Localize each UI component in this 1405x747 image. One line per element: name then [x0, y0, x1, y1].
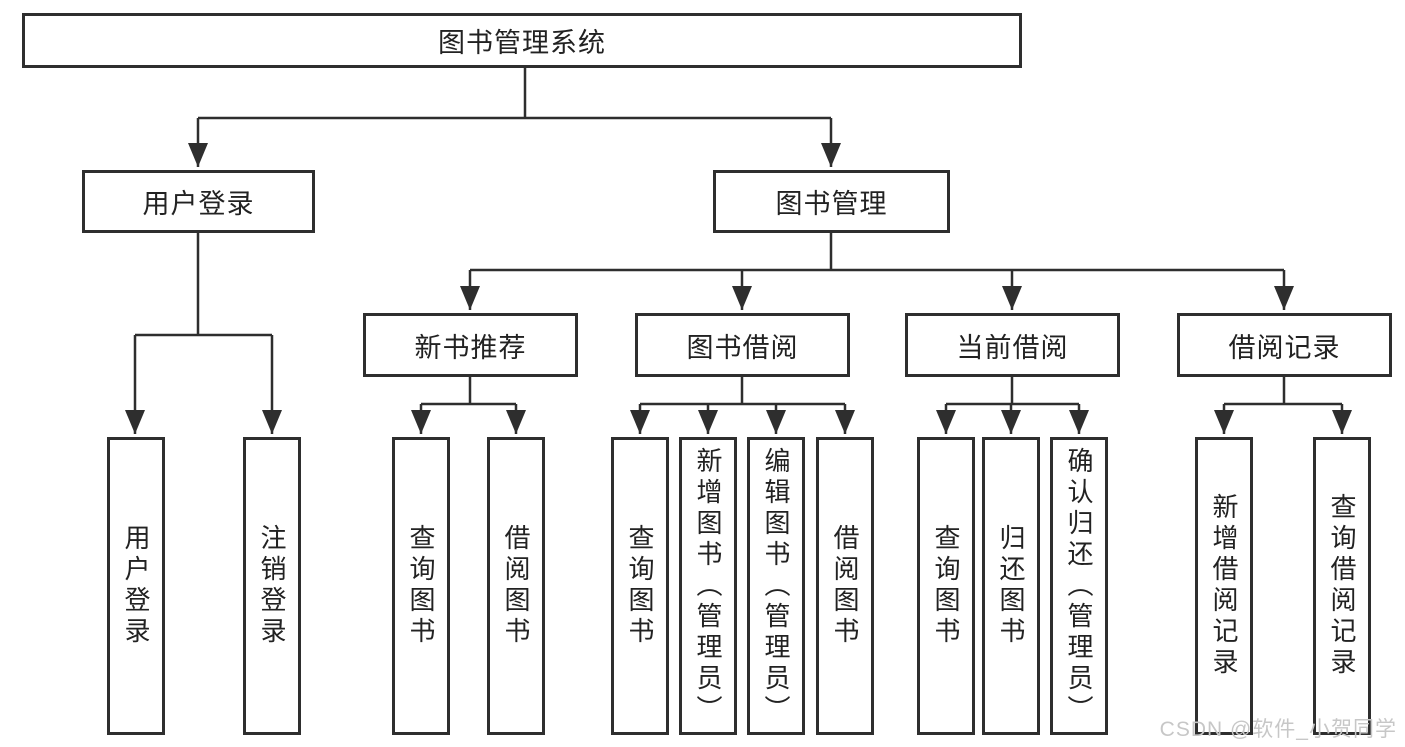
connector-new-book-branch — [421, 377, 516, 406]
node-label: 图书借阅 — [686, 332, 799, 363]
leaf-label: 借阅图书 — [830, 524, 860, 648]
leaf-borrow-books: 借阅图书 — [487, 437, 545, 735]
node-label: 当前借阅 — [956, 332, 1069, 363]
connector-root-to-level2 — [198, 68, 831, 120]
leaf-query-books: 查询图书 — [611, 437, 669, 735]
leaf-query-borrow-record: 查询借阅记录 — [1313, 437, 1371, 735]
leaf-label: 查询图书 — [406, 524, 436, 648]
leaf-label: 新增借阅记录 — [1209, 493, 1239, 679]
leaf-return-books: 归还图书 — [982, 437, 1040, 735]
node-book-mgmt: 图书管理 — [713, 170, 950, 233]
leaf-label: 查询借阅记录 — [1327, 493, 1357, 679]
leaf-edit-books-admin: 编辑图书（管理员） — [747, 437, 805, 735]
leaf-borrow-books: 借阅图书 — [816, 437, 874, 735]
leaf-label: 新增图书（管理员） — [693, 446, 723, 726]
connector-user-login-branch — [135, 233, 272, 337]
leaf-query-books: 查询图书 — [917, 437, 975, 735]
leaf-label: 用户登录 — [121, 524, 151, 648]
node-current-borrow: 当前借阅 — [905, 313, 1120, 377]
leaf-label: 确认归还（管理员） — [1064, 446, 1094, 726]
connector-book-mgmt-branch — [470, 233, 1284, 272]
leaf-add-books-admin: 新增图书（管理员） — [679, 437, 737, 735]
csdn-watermark: CSDN @软件_小贺同学 — [1159, 718, 1397, 741]
node-label: 图书管理 — [775, 189, 888, 219]
leaf-query-books: 查询图书 — [392, 437, 450, 735]
node-user-login: 用户登录 — [82, 170, 315, 233]
node-label: 图书管理系统 — [438, 28, 606, 58]
connector-book-borrow-branch — [640, 377, 845, 406]
node-borrow-record: 借阅记录 — [1177, 313, 1392, 377]
leaf-label: 查询图书 — [931, 524, 961, 648]
leaf-label: 归还图书 — [996, 524, 1026, 648]
leaf-user-login: 用户登录 — [107, 437, 165, 735]
leaf-label: 借阅图书 — [501, 524, 531, 648]
leaf-label: 编辑图书（管理员） — [761, 446, 791, 726]
leaf-label: 注销登录 — [257, 524, 287, 648]
connector-borrow-record-branch — [1224, 377, 1342, 406]
leaf-logout: 注销登录 — [243, 437, 301, 735]
node-book-borrow: 图书借阅 — [635, 313, 850, 377]
leaf-confirm-return-admin: 确认归还（管理员） — [1050, 437, 1108, 735]
node-label: 新书推荐 — [414, 332, 527, 363]
node-label: 借阅记录 — [1228, 332, 1341, 363]
connector-current-borrow-branch — [946, 377, 1079, 406]
node-new-book-recommend: 新书推荐 — [363, 313, 578, 377]
node-label: 用户登录 — [142, 189, 255, 219]
leaf-label: 查询图书 — [625, 524, 655, 648]
leaf-add-borrow-record: 新增借阅记录 — [1195, 437, 1253, 735]
node-root-system: 图书管理系统 — [22, 13, 1022, 68]
